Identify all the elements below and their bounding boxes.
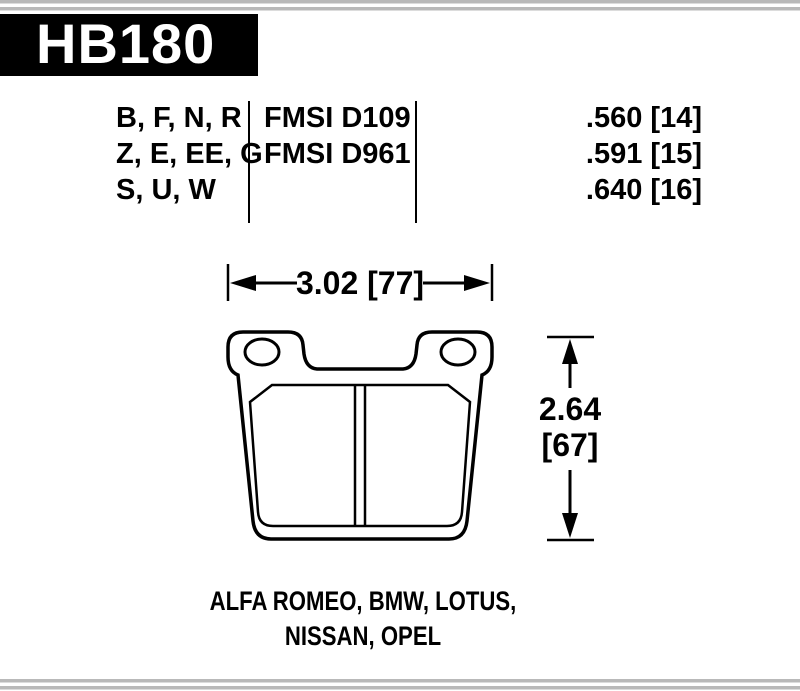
arrow-down-icon	[562, 513, 578, 538]
compound-codes-column: B, F, N, R Z, E, EE, G S, U, W	[116, 100, 263, 208]
thickness-row: .560 [14]	[585, 102, 702, 134]
arrow-left-icon	[230, 275, 256, 291]
vehicle-applications: ALFA ROMEO, BMW, LOTUS, NISSAN, OPEL	[65, 584, 660, 654]
compound-codes-row: S, U, W	[116, 174, 216, 206]
top-stripe-border	[0, 0, 800, 13]
bottom-stripe-border	[0, 679, 800, 691]
arrow-right-icon	[464, 275, 490, 291]
fmsi-row: FMSI D109	[264, 102, 411, 134]
thickness-column: .560 [14] .591 [15] .640 [16]	[552, 100, 702, 208]
table-divider-left	[248, 101, 250, 223]
friction-material-outline	[248, 383, 472, 528]
pad-backplate-outline	[226, 330, 494, 541]
table-divider-right	[415, 101, 417, 223]
part-number-box: HB180	[0, 14, 258, 76]
fmsi-row: FMSI D961	[264, 138, 411, 170]
width-dimension: 3.02 [77]	[226, 264, 494, 301]
mounting-hole-left	[243, 337, 281, 367]
width-dimension-label: 3.02 [77]	[296, 265, 424, 301]
thickness-row: .591 [15]	[585, 138, 702, 170]
part-number: HB180	[36, 12, 216, 75]
pad-outline	[226, 330, 494, 541]
applications-line-2: NISSAN, OPEL	[284, 621, 442, 651]
thickness-row: .640 [16]	[585, 174, 702, 206]
arrow-up-icon	[562, 339, 578, 364]
compound-codes-row: Z, E, EE, G	[116, 138, 263, 170]
height-dimension: 2.64 [67]	[539, 335, 601, 542]
fmsi-column: FMSI D109 FMSI D961	[264, 100, 411, 172]
applications-line-1: ALFA ROMEO, BMW, LOTUS,	[209, 586, 517, 616]
height-dimension-label-in: 2.64	[539, 391, 601, 427]
mounting-hole-right	[439, 337, 477, 367]
height-dimension-label-mm: [67]	[542, 427, 599, 463]
compound-codes-row: B, F, N, R	[116, 102, 242, 134]
